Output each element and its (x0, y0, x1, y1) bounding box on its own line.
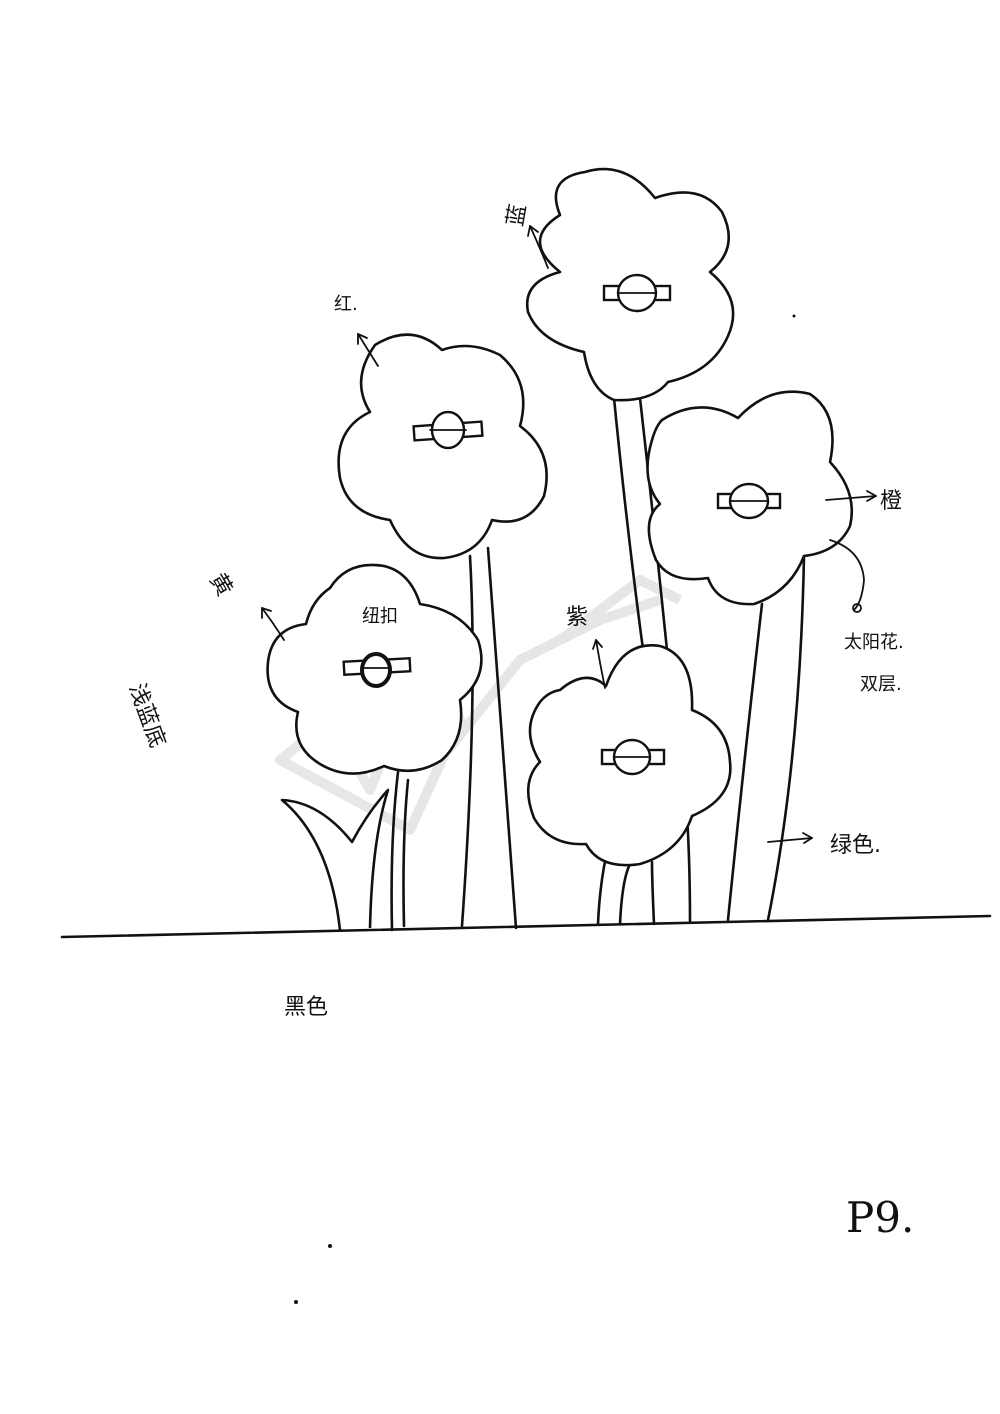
button-icon (716, 482, 782, 520)
label-sunflower: 太阳花. (844, 632, 904, 653)
flower-red (337, 333, 548, 560)
label-blue: 蓝 (503, 202, 531, 228)
stray-mark (294, 1300, 298, 1304)
label-red: 红. (334, 294, 358, 315)
flower-yellow (266, 563, 483, 775)
ground-line (60, 914, 992, 939)
button-icon (602, 273, 672, 313)
label-button: 纽扣 (362, 606, 398, 627)
flower-purple (526, 644, 732, 867)
label-purple: 紫 (566, 605, 588, 630)
label-light-blue-base: 浅蓝底 (124, 680, 170, 751)
label-orange: 橙 (880, 489, 902, 514)
stray-mark (792, 314, 796, 318)
leaf-shape (280, 788, 390, 931)
stray-mark (328, 1244, 332, 1248)
label-black: 黑色 (284, 995, 328, 1020)
label-yellow: 黄 (204, 569, 237, 601)
flower-orange (646, 390, 854, 606)
button-icon (412, 410, 484, 450)
annotation-arrows (261, 225, 877, 844)
page-number: P9. (846, 1193, 914, 1242)
button-icon (600, 738, 666, 776)
label-double-layer: 双层. (860, 674, 902, 695)
button-icon (342, 652, 412, 688)
flower-blue (525, 167, 735, 402)
label-green: 绿色. (830, 833, 881, 858)
